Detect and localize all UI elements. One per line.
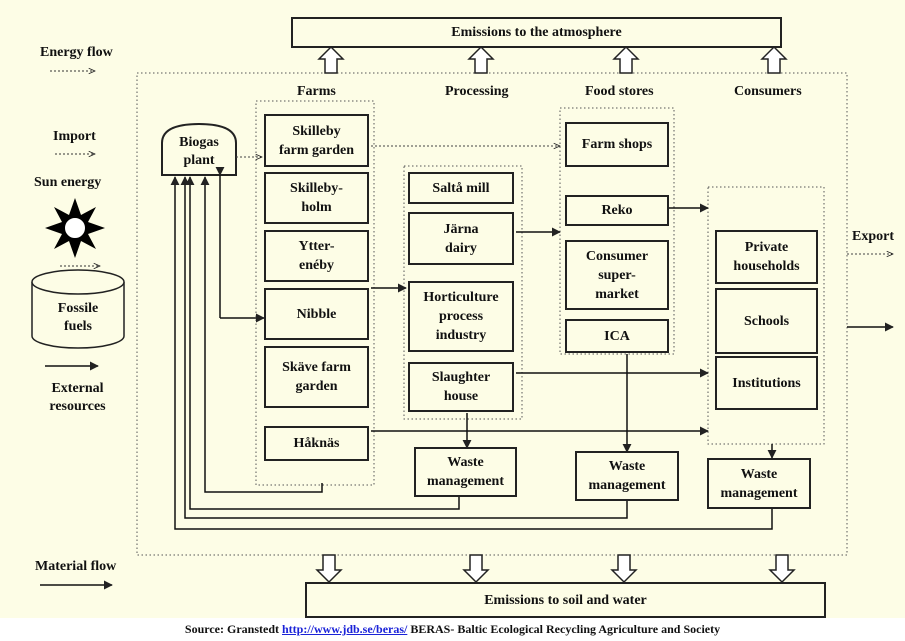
consumers-group bbox=[707, 186, 825, 445]
farm-skilleby-farm-garden: Skilleby farm garden bbox=[264, 114, 369, 167]
store-reko: Reko bbox=[565, 195, 669, 226]
return-consumer-waste bbox=[170, 176, 773, 530]
fossile-fuels-cylinder bbox=[31, 269, 125, 349]
farm-skave-farm-garden: Skäve farm garden bbox=[264, 346, 369, 408]
store-farm-shops: Farm shops bbox=[565, 122, 669, 167]
store-consumer-supermarket: Consumer super- market bbox=[565, 240, 669, 310]
legend-sun-energy: Sun energy bbox=[34, 175, 102, 190]
column-processing: Processing bbox=[445, 84, 509, 99]
farms-group bbox=[255, 100, 375, 486]
return-farms-waste bbox=[200, 176, 323, 493]
column-food-stores: Food stores bbox=[585, 84, 654, 99]
column-consumers: Consumers bbox=[734, 84, 802, 99]
return-stores-waste bbox=[180, 176, 628, 519]
export-label: Export bbox=[852, 229, 894, 244]
legend-material-flow: Material flow bbox=[35, 559, 117, 574]
soil-water-arrows bbox=[315, 554, 796, 584]
waste-management-consumers: Waste management bbox=[707, 458, 811, 509]
return-processing-waste bbox=[185, 176, 460, 510]
atmosphere-arrows bbox=[317, 45, 788, 74]
farm-haknas: Håknäs bbox=[264, 426, 369, 461]
legend-import: Import bbox=[53, 129, 96, 144]
source-prefix: Source: Granstedt bbox=[184, 622, 282, 636]
processing-salta-mill: Saltå mill bbox=[408, 172, 514, 204]
processing-group bbox=[403, 165, 523, 420]
farm-skilleby-holm: Skilleby- holm bbox=[264, 172, 369, 224]
biogas-plant-label: Biogas plant bbox=[179, 135, 219, 168]
sun-icon bbox=[45, 198, 105, 258]
legend-external-resources: External resources bbox=[49, 381, 106, 414]
store-ica: ICA bbox=[565, 319, 669, 353]
source-citation: Source: Granstedt http://www.jdb.se/bera… bbox=[0, 622, 905, 637]
processing-horticulture: Horticulture process industry bbox=[408, 281, 514, 352]
processing-jarna-dairy: Järna dairy bbox=[408, 212, 514, 265]
farm-ytter-eneby: Ytter- enéby bbox=[264, 230, 369, 282]
emissions-soil-water-box: Emissions to soil and water bbox=[305, 582, 826, 618]
consumer-institutions: Institutions bbox=[715, 356, 818, 410]
waste-management-stores: Waste management bbox=[575, 451, 679, 501]
processing-slaughter-house: Slaughter house bbox=[408, 362, 514, 412]
consumer-private-households: Private households bbox=[715, 230, 818, 284]
legend-fossile-fuels: Fossile fuels bbox=[57, 301, 99, 334]
consumer-schools: Schools bbox=[715, 288, 818, 354]
biogas-plant-shape bbox=[161, 122, 237, 176]
farm-nibble: Nibble bbox=[264, 288, 369, 340]
source-link[interactable]: http://www.jdb.se/beras/ bbox=[282, 622, 408, 636]
flow-lines bbox=[31, 45, 894, 590]
emissions-atmosphere-box: Emissions to the atmosphere bbox=[291, 17, 782, 48]
source-suffix: BERAS- Baltic Ecological Recycling Agric… bbox=[407, 622, 721, 636]
column-farms: Farms bbox=[297, 84, 336, 99]
waste-management-processing: Waste management bbox=[414, 447, 517, 497]
legend-energy-flow: Energy flow bbox=[40, 45, 113, 60]
